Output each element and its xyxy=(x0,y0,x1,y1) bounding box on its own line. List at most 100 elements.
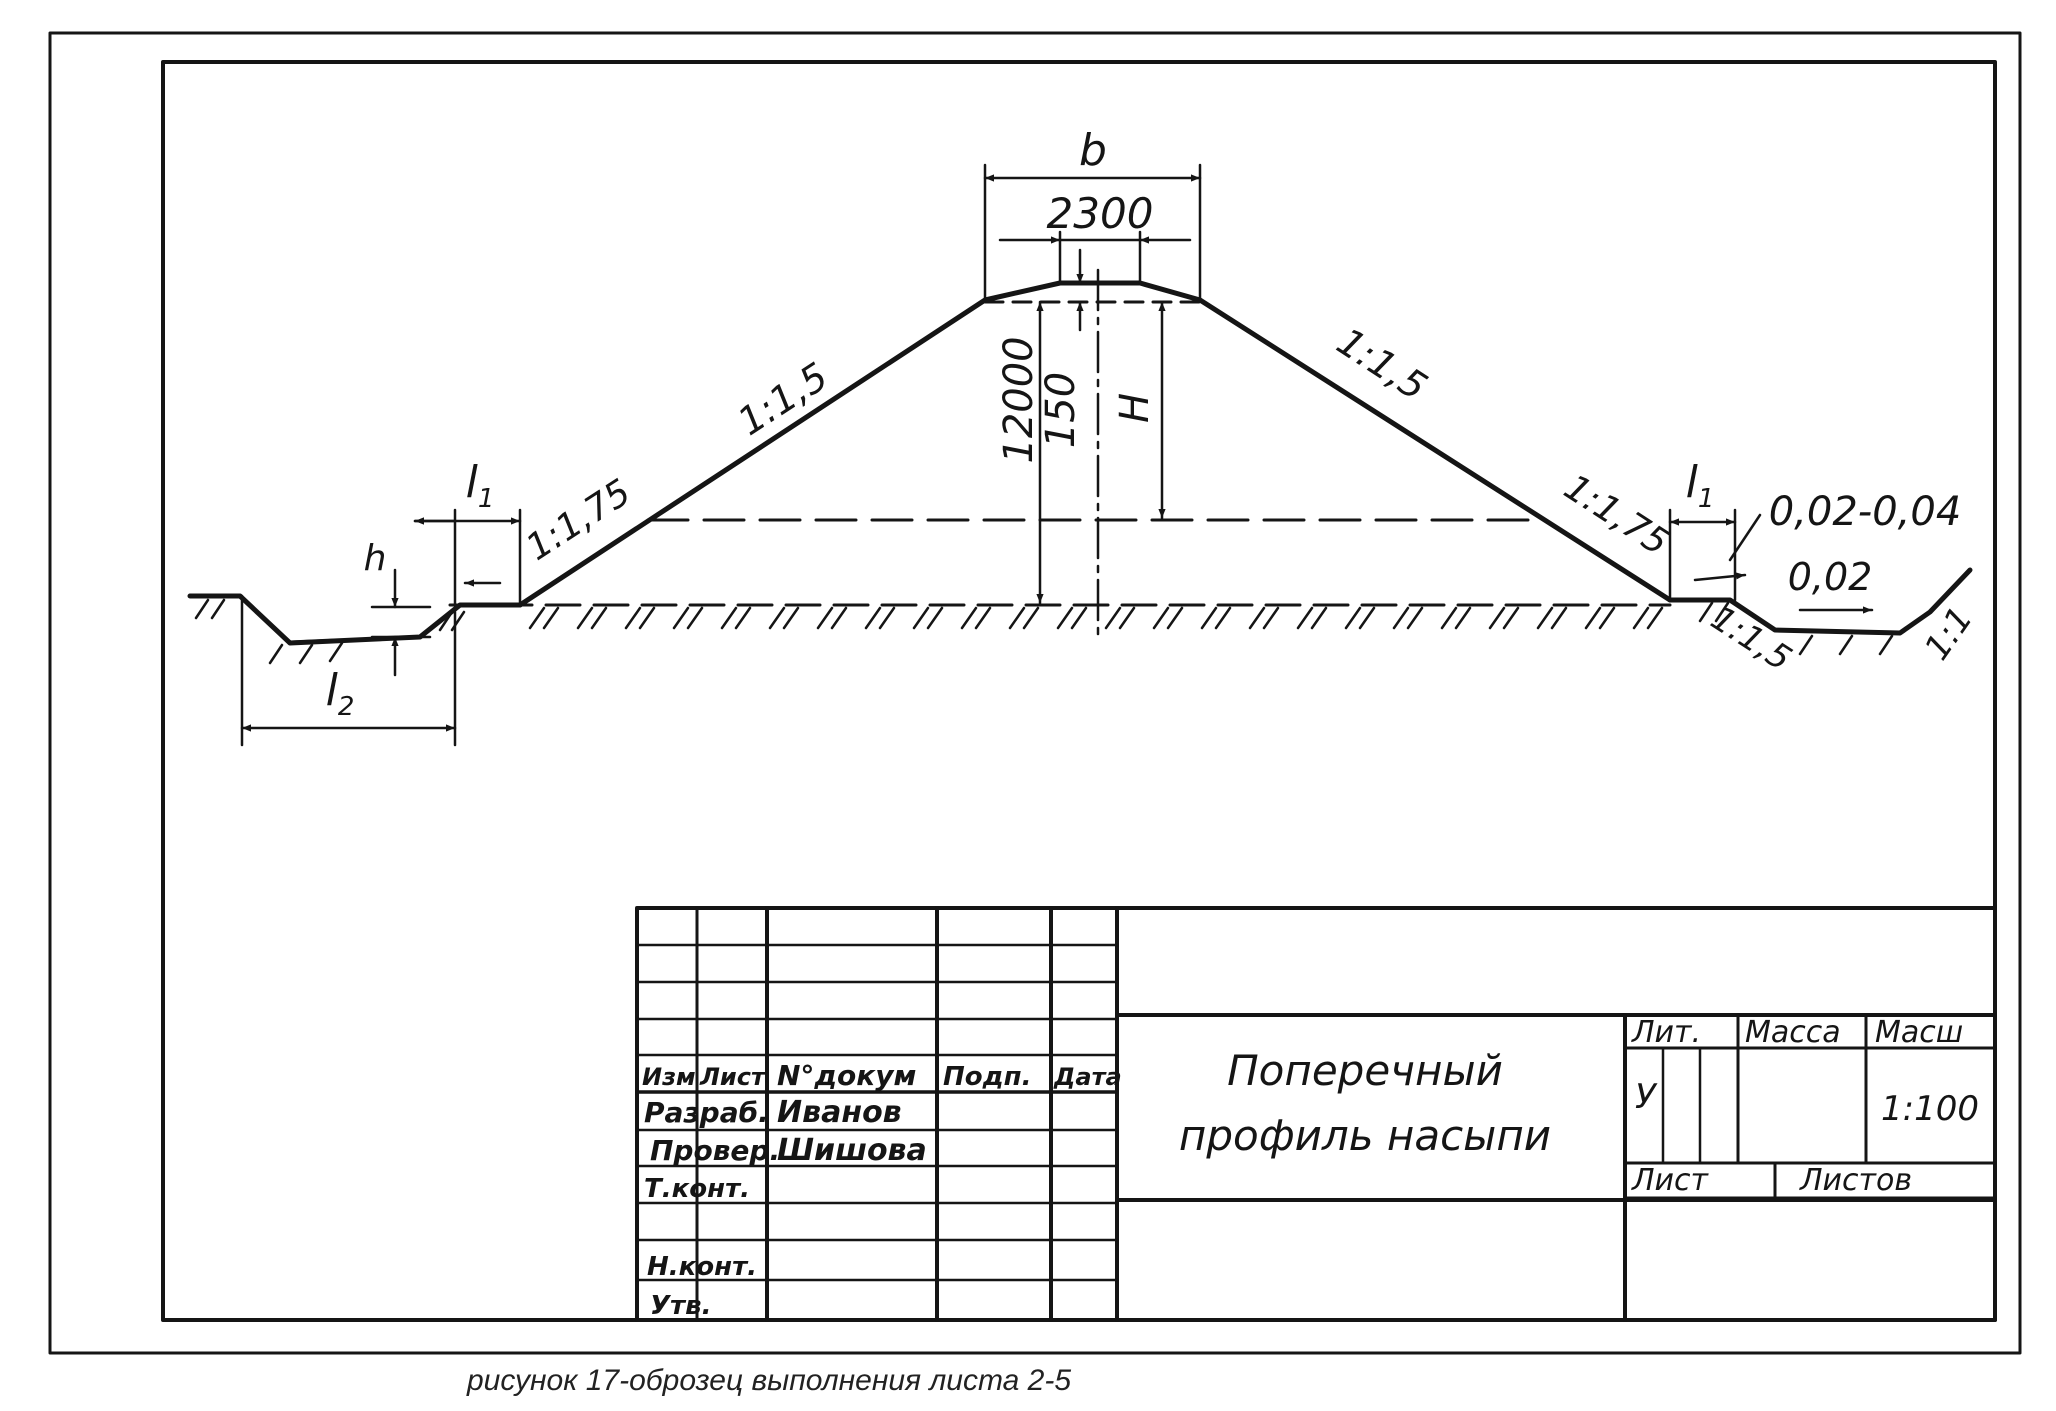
sheet-label: Лист xyxy=(1631,1163,1710,1198)
hatch-stroke xyxy=(1714,601,1730,623)
hatch-stroke xyxy=(974,606,992,630)
hatch-stroke xyxy=(328,641,344,663)
hatch-stroke xyxy=(1632,606,1650,630)
hatch-stroke xyxy=(864,606,882,630)
hatch-stroke xyxy=(816,606,834,630)
role-prover: Провер. xyxy=(650,1134,780,1167)
hatch-stroke xyxy=(1056,606,1074,630)
hatch-stroke xyxy=(1310,606,1328,630)
hatch-stroke xyxy=(1536,606,1554,630)
dimension-lines xyxy=(240,174,1874,732)
role-nkont: Н.конт. xyxy=(647,1252,757,1282)
hatch-stroke xyxy=(1022,606,1040,630)
hatch-stroke xyxy=(298,643,314,665)
hatch-stroke xyxy=(542,606,560,630)
hatch-stroke xyxy=(1550,606,1568,630)
hatch-stroke xyxy=(830,606,848,630)
hatch-stroke xyxy=(1698,601,1714,623)
left-ditch xyxy=(187,593,523,646)
hatch-stroke xyxy=(1454,606,1472,630)
l2-letter: l xyxy=(326,665,339,716)
hatch-stroke xyxy=(878,606,896,630)
b-label: b xyxy=(1079,125,1107,176)
hatch-stroke xyxy=(1440,606,1458,630)
drawing-title-line2: профиль насыпи xyxy=(1179,1111,1551,1160)
hatch-stroke xyxy=(1296,606,1314,630)
l1-right-label: l1 xyxy=(1686,457,1715,514)
hatch-stroke xyxy=(1798,634,1814,656)
hatch-stroke xyxy=(1838,634,1854,656)
hatch-stroke xyxy=(624,606,642,630)
drawing-title-line1: Поперечный xyxy=(1227,1046,1503,1095)
hatch-stroke xyxy=(768,606,786,630)
hatch-stroke xyxy=(1598,606,1616,630)
left-ditch-grade xyxy=(290,638,352,644)
l1-left-label: l1 xyxy=(466,457,495,514)
role-tkont: Т.конт. xyxy=(644,1174,750,1204)
hatch-stroke xyxy=(1070,606,1088,630)
hatch-stroke xyxy=(720,606,738,630)
hatch-stroke xyxy=(1248,606,1266,630)
header-izm: Изм xyxy=(642,1063,696,1091)
mass-label: Масса xyxy=(1745,1015,1841,1050)
hatch-stroke xyxy=(672,606,690,630)
sheets-label: Листов xyxy=(1799,1163,1912,1198)
ground-hatching xyxy=(194,598,1894,665)
hatch-stroke xyxy=(1104,606,1122,630)
header-date: Дата xyxy=(1053,1063,1122,1091)
berm-grade-label: 0,02-0,04 xyxy=(1769,489,1962,535)
hatch-stroke xyxy=(1488,606,1506,630)
hatch-stroke xyxy=(1584,606,1602,630)
extension-lines xyxy=(240,163,1737,747)
hatch-stroke xyxy=(1118,606,1136,630)
hatch-stroke xyxy=(734,606,752,630)
right-ditch xyxy=(1667,567,1973,636)
l1-right-letter: l xyxy=(1686,457,1699,508)
height-12000-label: 12000 xyxy=(996,336,1042,463)
hatch-stroke xyxy=(926,606,944,630)
hatch-stroke xyxy=(1344,606,1362,630)
name-prover: Шишова xyxy=(777,1133,927,1168)
l2-label: l2 xyxy=(326,665,355,722)
l1-right-subscript: 1 xyxy=(1698,484,1715,514)
hatch-stroke xyxy=(912,606,930,630)
header-doc: N°докум xyxy=(777,1059,916,1092)
hatch-stroke xyxy=(1392,606,1410,630)
hatch-stroke xyxy=(782,606,800,630)
berm-grade-arrow xyxy=(1693,572,1747,582)
hatch-stroke xyxy=(1008,606,1026,630)
hatch-stroke xyxy=(638,606,656,630)
scale-value: 1:100 xyxy=(1881,1089,1979,1129)
crest-width-label: 2300 xyxy=(1047,189,1154,238)
hatch-stroke xyxy=(1200,606,1218,630)
hatch-stroke xyxy=(528,606,546,630)
scale-label: Масш xyxy=(1875,1015,1963,1050)
hatch-stroke xyxy=(590,606,608,630)
berm-leader xyxy=(1728,513,1762,562)
l2-subscript: 2 xyxy=(338,692,355,722)
ditch-inner-slope-label: 1:1,5 xyxy=(1704,598,1799,679)
hatch-stroke xyxy=(1406,606,1424,630)
hatch-stroke xyxy=(1646,606,1664,630)
crown-150-label: 150 xyxy=(1038,372,1084,448)
h-label: h xyxy=(364,538,387,579)
lit-value: У xyxy=(1635,1077,1658,1117)
ditch-outer-slope-label: 1:1 xyxy=(1917,600,1981,668)
hatch-stroke xyxy=(1358,606,1376,630)
hatch-stroke xyxy=(1214,606,1232,630)
l1-left-letter: l xyxy=(466,457,479,508)
hatch-stroke xyxy=(960,606,978,630)
outer-frame xyxy=(48,31,2022,1355)
hatch-stroke xyxy=(1502,606,1520,630)
hatch-stroke xyxy=(194,598,210,620)
hatch-stroke xyxy=(1166,606,1184,630)
role-razrab: Разраб. xyxy=(644,1096,769,1129)
hatch-stroke xyxy=(210,598,226,620)
lit-label: Лит. xyxy=(1631,1015,1701,1050)
ditch-grade-label: 0,02 xyxy=(1788,555,1873,599)
hatch-stroke xyxy=(1878,634,1894,656)
hatch-stroke xyxy=(576,606,594,630)
title-block xyxy=(635,906,1997,1322)
name-razrab: Иванов xyxy=(777,1095,902,1130)
